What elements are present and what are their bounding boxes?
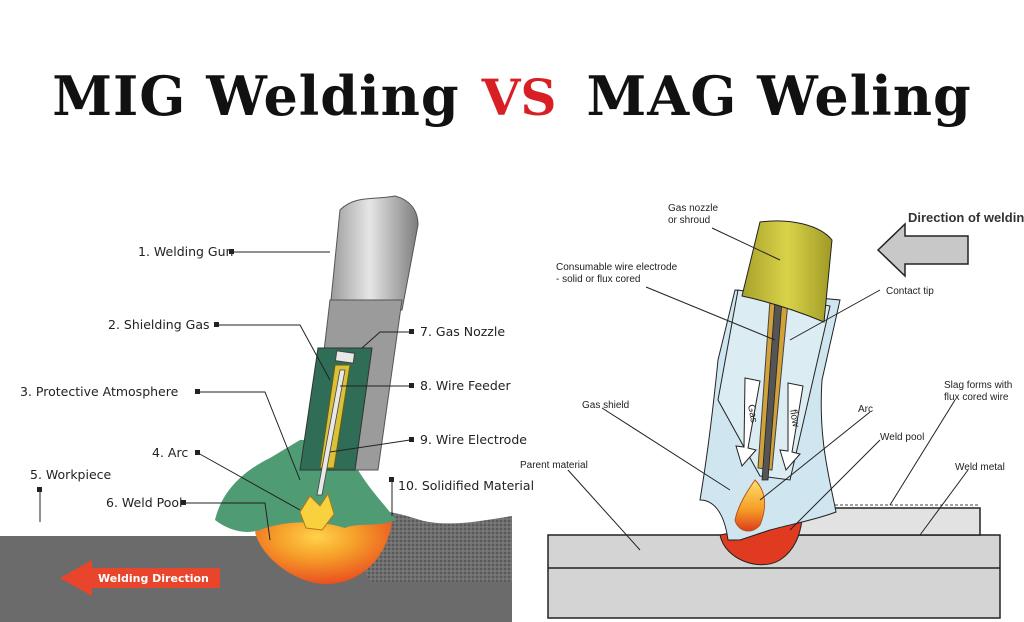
mag-arc — [734, 479, 766, 532]
mig-label-shielding-gas: 2. Shielding Gas — [108, 317, 210, 332]
mig-label-direction: Welding Direction — [98, 572, 209, 585]
mig-leader-dots — [37, 249, 414, 505]
mag-gas-arrow-left — [735, 377, 761, 468]
mag-label-gas-shield: Gas shield — [582, 400, 629, 411]
title-mag: MAG Weling — [586, 64, 972, 128]
mag-diagram: Gas flow Direction of welding Gas nozzle… — [520, 203, 1024, 619]
mag-label-weld-pool: Weld pool — [880, 432, 924, 443]
mig-diagram: Welding Direction 1. Welding G — [0, 195, 534, 622]
mag-label-weld-metal: Weld metal — [955, 462, 1005, 473]
mag-gas-text: Gas — [745, 404, 759, 424]
title-vs: VS — [481, 68, 557, 127]
mig-label-wire-feeder: 8. Wire Feeder — [420, 378, 511, 393]
mig-label-weld-pool: 6. Weld Pool — [106, 495, 182, 510]
mig-label-gas-nozzle: 7. Gas Nozzle — [420, 324, 505, 339]
mig-welding-gun — [329, 195, 419, 311]
mag-leader-lines — [567, 227, 969, 551]
mag-gas-arrow-right — [779, 382, 804, 472]
mag-label-gas-nozzle-1: Gas nozzle — [668, 203, 718, 214]
mig-label-protective-atmosphere: 3. Protective Atmosphere — [20, 384, 179, 399]
mag-label-direction: Direction of welding — [908, 210, 1024, 225]
mag-label-gas-nozzle-2: or shroud — [668, 215, 710, 226]
mig-weld-pool — [255, 511, 392, 585]
page-title: MIG Welding VS MAG Weling — [0, 64, 1024, 144]
mig-label-solidified-material: 10. Solidified Material — [398, 478, 534, 493]
mig-wire-electrode — [316, 369, 346, 496]
mig-label-arc: 4. Arc — [152, 445, 188, 460]
mag-label-wire-electrode-1: Consumable wire electrode — [556, 262, 678, 273]
mag-gas-nozzle — [741, 220, 833, 323]
mig-arc — [299, 492, 335, 531]
mag-label-slag-1: Slag forms with — [944, 380, 1012, 391]
mag-label-contact-tip: Contact tip — [886, 286, 934, 297]
mag-direction-arrow — [876, 222, 969, 278]
mag-label-parent-material: Parent material — [520, 460, 588, 471]
mag-label-slag-2: flux cored wire — [944, 392, 1009, 403]
title-mig: MIG Welding — [52, 64, 460, 128]
mig-label-workpiece: 5. Workpiece — [30, 467, 112, 482]
mag-label-wire-electrode-2: - solid or flux cored — [556, 274, 640, 285]
mag-label-arc: Arc — [858, 404, 873, 415]
mig-leader-lines — [39, 251, 411, 541]
mig-label-welding-gun: 1. Welding Gun — [138, 244, 233, 259]
mig-label-wire-electrode: 9. Wire Electrode — [420, 432, 527, 447]
mig-direction-arrow — [60, 560, 220, 596]
mag-flow-text: flow — [787, 409, 801, 429]
